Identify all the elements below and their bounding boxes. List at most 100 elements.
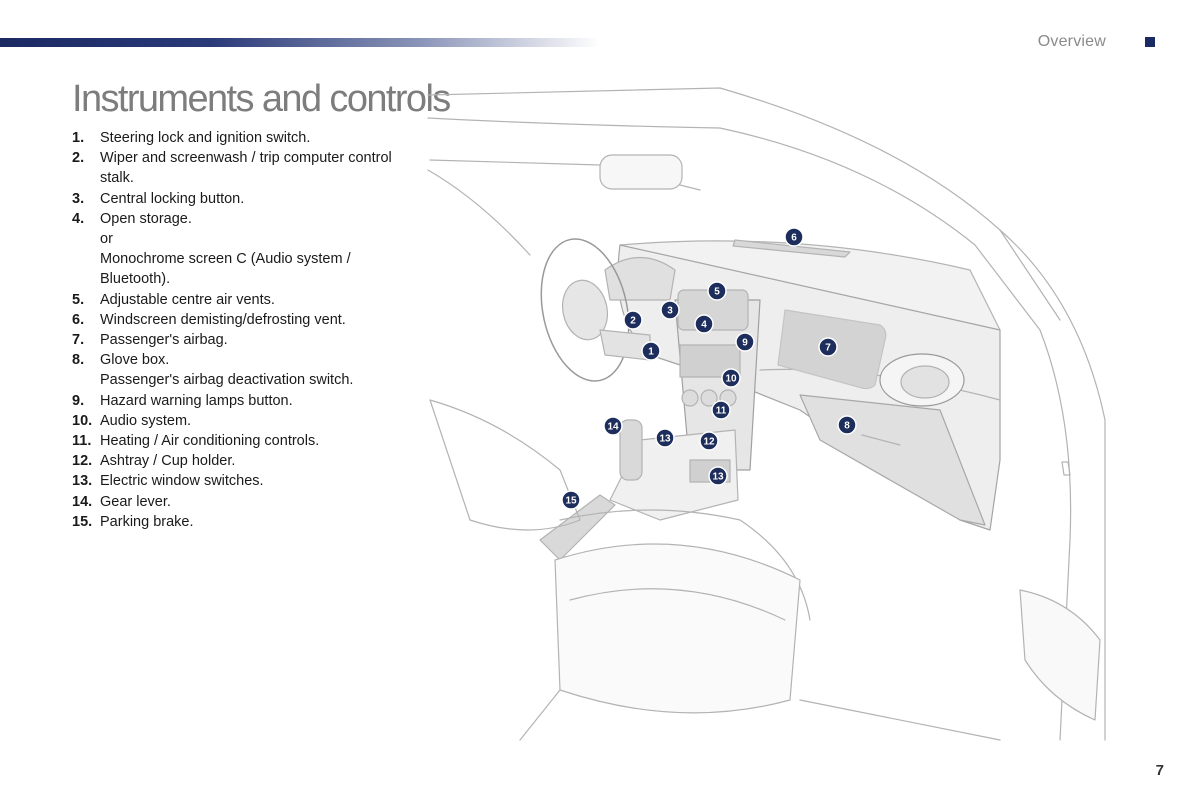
- callout-5: 5: [707, 281, 727, 301]
- legend-text: Audio system.: [100, 412, 192, 429]
- legend-text: Glove box.: [100, 352, 170, 369]
- callout-label: 3: [667, 306, 673, 317]
- legend-number: 6.: [72, 311, 85, 328]
- legend-text: Adjustable centre air vents.: [100, 291, 275, 308]
- header-accent-bar: [0, 38, 600, 47]
- callout-label: 1: [648, 347, 654, 358]
- page-title: Instruments and controls: [72, 78, 451, 120]
- callout-label: 6: [791, 233, 797, 244]
- demist-vent: [732, 239, 851, 258]
- callout-2: 2: [623, 310, 643, 330]
- climate-knob-left: [681, 389, 699, 407]
- legend-number: 15.: [72, 513, 93, 530]
- callout-13: 13: [708, 466, 728, 486]
- legend-text: Electric window switches.: [100, 473, 264, 490]
- gear-lever: [619, 419, 643, 481]
- legend-item: 3. Central locking button.: [72, 189, 402, 209]
- glove-box-handle: [861, 434, 901, 446]
- controls-legend: 1.Steering lock and ignition switch. 2.W…: [72, 128, 402, 532]
- callout-label: 10: [725, 374, 737, 385]
- callout-label: 8: [844, 421, 850, 432]
- door-handle: [1061, 461, 1071, 476]
- callout-label: 12: [703, 437, 715, 448]
- parking-brake: [539, 494, 616, 561]
- legend-number: 12.: [72, 453, 93, 470]
- climate-knob-centre: [700, 389, 718, 407]
- legend-text: Parking brake.: [100, 513, 194, 530]
- callout-label: 2: [630, 316, 636, 327]
- legend-number: 10.: [72, 412, 93, 429]
- callout-9: 9: [735, 332, 755, 352]
- passenger-seat-cushion: [554, 543, 801, 714]
- seat-seam: [569, 588, 786, 621]
- legend-number: 4.: [72, 210, 85, 227]
- driver-seat: [429, 399, 581, 531]
- legend-number: 2.: [72, 150, 85, 167]
- floor-line: [519, 689, 561, 741]
- legend-item: 6. Windscreen demisting/defrosting vent.: [72, 310, 402, 330]
- legend-text: Ashtray / Cup holder.: [100, 453, 236, 470]
- legend-item: 13. Electric window switches.: [72, 471, 402, 491]
- legend-item: 7.Passenger's airbag.: [72, 330, 402, 350]
- legend-text: Gear lever.: [100, 493, 171, 510]
- door-frame: [999, 229, 1106, 741]
- steering-hub: [561, 279, 609, 341]
- windscreen-frame: [427, 87, 1061, 321]
- legend-number: 13.: [72, 473, 93, 490]
- callout-label: 13: [712, 472, 724, 483]
- callout-label: 4: [701, 320, 707, 331]
- callout-1: 1: [641, 341, 661, 361]
- a-pillar: [427, 169, 531, 256]
- callout-3: 3: [660, 300, 680, 320]
- legend-item: 5. Adjustable centre air vents.: [72, 290, 402, 310]
- legend-text: Open storage.: [100, 210, 192, 227]
- side-air-vent-grille: [900, 365, 950, 399]
- legend-number: 3.: [72, 190, 85, 207]
- legend-number: 14.: [72, 493, 93, 510]
- legend-text: or: [100, 231, 113, 248]
- callout-label: 11: [716, 406, 727, 417]
- callout-10: 10: [721, 368, 741, 388]
- section-marker: [1145, 37, 1155, 47]
- legend-text: Heating / Air conditioning controls.: [100, 433, 320, 450]
- callout-14: 14: [603, 416, 623, 436]
- section-label: Overview: [1037, 33, 1106, 50]
- legend-text: Windscreen demisting/defrosting vent.: [100, 311, 346, 328]
- callout-15: 15: [561, 490, 581, 510]
- callout-label: 15: [565, 496, 577, 507]
- callout-6: 6: [784, 227, 804, 247]
- callout-label: 9: [742, 338, 748, 349]
- callout-4: 4: [694, 314, 714, 334]
- legend-text: Monochrome screen C (Audio system / Blue…: [100, 251, 351, 288]
- callout-label: 13: [659, 434, 671, 445]
- legend-item: 2.Wiper and screenwash / trip computer c…: [72, 148, 402, 188]
- windscreen-inner-frame: [427, 117, 1041, 331]
- rearview-mirror: [599, 154, 683, 190]
- callout-11: 11: [711, 400, 731, 420]
- legend-text: Central locking button.: [100, 190, 245, 207]
- legend-number: 9.: [72, 392, 85, 409]
- callout-13: 13: [655, 428, 675, 448]
- page-number: 7: [1155, 762, 1164, 779]
- legend-text: Passenger's airbag.: [100, 332, 228, 349]
- door-inner: [1039, 329, 1072, 741]
- legend-item: 8.Glove box.Passenger's airbag deactivat…: [72, 350, 402, 390]
- legend-item: 1.Steering lock and ignition switch.: [72, 128, 402, 148]
- legend-item: 11.Heating / Air conditioning controls.: [72, 431, 402, 451]
- legend-number: 5.: [72, 291, 85, 308]
- legend-item: 12. Ashtray / Cup holder.: [72, 451, 402, 471]
- callout-label: 5: [714, 287, 720, 298]
- dashboard-top: [619, 240, 1001, 331]
- callout-label: 14: [607, 422, 619, 433]
- callout-7: 7: [818, 337, 838, 357]
- legend-item: 10. Audio system.: [72, 411, 402, 431]
- legend-item: 9.Hazard warning lamps button.: [72, 391, 402, 411]
- callout-12: 12: [699, 431, 719, 451]
- legend-text: Steering lock and ignition switch.: [100, 130, 311, 146]
- legend-item: 15. Parking brake.: [72, 512, 402, 532]
- instrument-cluster: [604, 257, 676, 301]
- door-panel: [1019, 589, 1101, 721]
- floor-line-right: [799, 699, 1001, 741]
- legend-number: 8.: [72, 352, 85, 369]
